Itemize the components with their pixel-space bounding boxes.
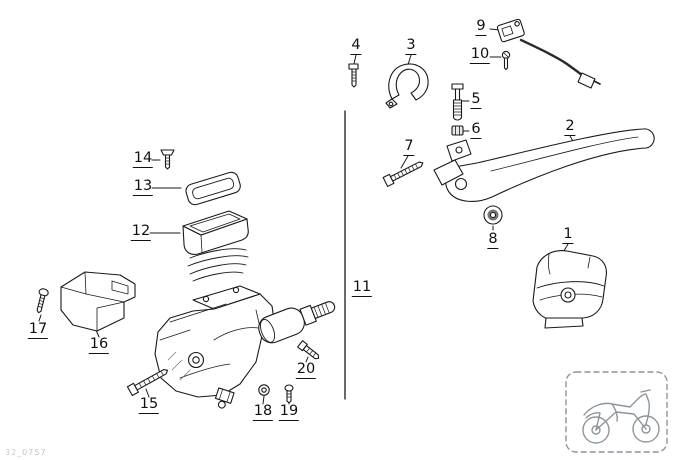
part-label-7[interactable]: 7 <box>403 138 415 157</box>
part-7-screw-drawing <box>382 161 424 187</box>
plate-code: 32_0757 <box>5 448 47 457</box>
part-label-19[interactable]: 19 <box>278 403 300 422</box>
part-label-15[interactable]: 15 <box>138 396 160 415</box>
part-label-11[interactable]: 11 <box>351 279 373 298</box>
part-label-16[interactable]: 16 <box>88 336 110 355</box>
part-15-screw-drawing <box>126 369 169 397</box>
part-label-9[interactable]: 9 <box>475 18 487 37</box>
piston-assembly-drawing <box>258 301 336 344</box>
part-label-3[interactable]: 3 <box>405 37 417 56</box>
part-6-nut-drawing <box>451 125 464 136</box>
part-label-17[interactable]: 17 <box>27 321 49 340</box>
part-label-4[interactable]: 4 <box>350 37 362 56</box>
part-label-6[interactable]: 6 <box>470 121 482 140</box>
part-label-12[interactable]: 12 <box>130 223 152 242</box>
part-13-cover-drawing <box>185 171 241 206</box>
part-label-10[interactable]: 10 <box>469 46 491 65</box>
part-label-18[interactable]: 18 <box>252 403 274 422</box>
part-10-screw-drawing <box>501 50 511 71</box>
part-label-14[interactable]: 14 <box>132 150 154 169</box>
master-cylinder-body-drawing <box>154 285 275 409</box>
part-8-bushing-drawing <box>483 205 503 225</box>
part-18-washer-drawing <box>258 384 270 396</box>
part-9-switch-drawing <box>496 18 601 89</box>
part-label-20[interactable]: 20 <box>295 361 317 380</box>
part-label-1[interactable]: 1 <box>562 226 574 245</box>
motorcycle-thumbnail <box>565 371 668 453</box>
part-5-pin-drawing <box>451 83 464 121</box>
part-1-switch-housing-drawing <box>532 250 607 329</box>
part-16-cover-drawing <box>60 271 136 332</box>
part-2-hand-lever-drawing <box>433 128 655 202</box>
part-label-5[interactable]: 5 <box>470 91 482 110</box>
part-label-13[interactable]: 13 <box>132 178 154 197</box>
part-14-screw-drawing <box>160 149 175 170</box>
part-4-screw-drawing <box>348 63 359 88</box>
part-19-screw-drawing <box>284 384 294 404</box>
part-label-2[interactable]: 2 <box>564 118 576 137</box>
diaphragm-drawing <box>187 248 249 282</box>
part-label-8[interactable]: 8 <box>487 231 499 250</box>
part-20-screw-drawing <box>297 340 320 360</box>
part-12-container-drawing <box>182 210 249 255</box>
part-17-screw-drawing <box>36 288 49 314</box>
part-3-holder-drawing <box>385 63 429 109</box>
